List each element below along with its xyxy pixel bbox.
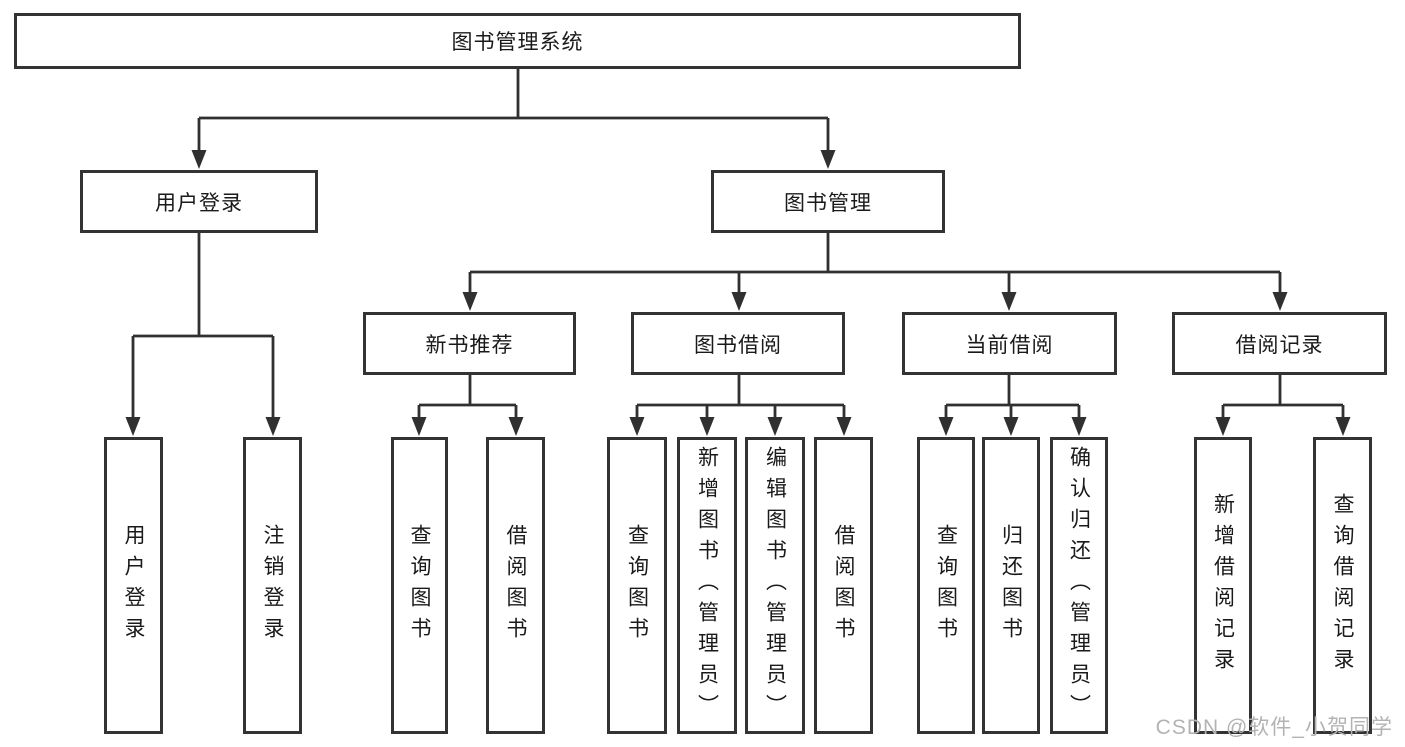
node-leaf-confirm-return-admin: 确认归还（管理员） xyxy=(1050,437,1108,734)
arrowheads xyxy=(125,150,1351,436)
node-book-borrowing: 图书借阅 xyxy=(631,312,845,375)
node-new-book-recommendation: 新书推荐 xyxy=(363,312,576,375)
node-leaf-return-book: 归还图书 xyxy=(982,437,1040,734)
node-leaf-query-borrow-record: 查询借阅记录 xyxy=(1313,437,1372,734)
csdn-watermark: CSDN @软件_小贺同学 xyxy=(1155,716,1393,739)
node-leaf-query-books-current: 查询图书 xyxy=(917,437,975,734)
node-leaf-borrow-books: 借阅图书 xyxy=(814,437,873,734)
node-leaf-query-books-recommend: 查询图书 xyxy=(391,437,448,734)
node-leaf-user-login: 用户登录 xyxy=(104,437,163,734)
node-leaf-logout: 注销登录 xyxy=(243,437,302,734)
node-current-borrowing: 当前借阅 xyxy=(902,312,1117,375)
node-leaf-query-books-borrowing: 查询图书 xyxy=(607,437,667,734)
node-borrowing-records: 借阅记录 xyxy=(1172,312,1387,375)
node-leaf-add-book-admin: 新增图书（管理员） xyxy=(677,437,737,734)
node-leaf-edit-book-admin: 编辑图书（管理员） xyxy=(745,437,805,734)
node-book-management: 图书管理 xyxy=(711,170,945,233)
node-leaf-add-borrow-record: 新增借阅记录 xyxy=(1194,437,1252,734)
node-library-management-system: 图书管理系统 xyxy=(14,13,1021,69)
node-leaf-borrow-books-recommend: 借阅图书 xyxy=(486,437,545,734)
node-user-login: 用户登录 xyxy=(80,170,318,233)
